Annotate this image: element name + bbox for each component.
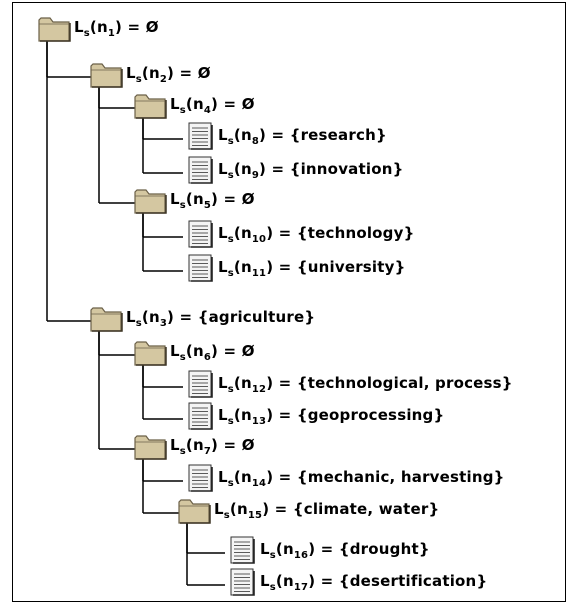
- node-label: Ls(n9) = {innovation}: [218, 159, 404, 181]
- tree-connector-lines: [46, 39, 225, 586]
- node-label: Ls(n1) = Ø: [74, 17, 159, 39]
- node-value: = Ø: [218, 341, 255, 360]
- tree-node-n16: Ls(n16) = {drought}: [223, 535, 430, 565]
- node-value: = {technological, process}: [273, 373, 513, 392]
- tree-node-n15: Ls(n15) = {climate, water}: [177, 495, 439, 525]
- node-label: Ls(n7) = Ø: [170, 435, 255, 457]
- node-label: Ls(n11) = {university}: [218, 257, 406, 279]
- document-icon: [181, 253, 215, 283]
- node-value: = Ø: [122, 17, 159, 36]
- folder-icon: [133, 431, 167, 461]
- document-icon: [223, 535, 257, 565]
- tree-node-n7: Ls(n7) = Ø: [133, 431, 255, 461]
- folder-icon: [133, 185, 167, 215]
- node-label: Ls(n16) = {drought}: [260, 539, 430, 561]
- tree-node-n4: Ls(n4) = Ø: [133, 90, 255, 120]
- tree-node-n10: Ls(n10) = {technology}: [181, 219, 414, 249]
- folder-icon: [133, 337, 167, 367]
- tree-node-n13: Ls(n13) = {geoprocessing}: [181, 401, 444, 431]
- node-value: = {desertification}: [315, 571, 488, 590]
- tree-node-n11: Ls(n11) = {university}: [181, 253, 406, 283]
- tree-node-n2: Ls(n2) = Ø: [89, 59, 211, 89]
- node-label: Ls(n15) = {climate, water}: [214, 499, 440, 521]
- node-value: = {innovation}: [266, 159, 404, 178]
- tree-node-n5: Ls(n5) = Ø: [133, 185, 255, 215]
- node-value: = {university}: [273, 257, 406, 276]
- document-icon: [181, 155, 215, 185]
- document-icon: [181, 369, 215, 399]
- node-label: Ls(n6) = Ø: [170, 341, 255, 363]
- folder-icon: [37, 13, 71, 43]
- node-label: Ls(n4) = Ø: [170, 94, 255, 116]
- node-label: Ls(n2) = Ø: [126, 63, 211, 85]
- node-label: Ls(n12) = {technological, process}: [218, 373, 513, 395]
- folder-icon: [133, 90, 167, 120]
- tree-node-n8: Ls(n8) = {research}: [181, 121, 387, 151]
- tree-node-n17: Ls(n17) = {desertification}: [223, 567, 487, 597]
- diagram-frame: Ls(n1) = Ø Ls(n2) = Ø Ls(n4) = Ø Ls(n8) …: [12, 2, 566, 602]
- document-icon: [181, 463, 215, 493]
- node-label: Ls(n14) = {mechanic, harvesting}: [218, 467, 505, 489]
- node-value: = {mechanic, harvesting}: [273, 467, 505, 486]
- node-value: = {drought}: [315, 539, 430, 558]
- node-label: Ls(n17) = {desertification}: [260, 571, 488, 593]
- tree-node-n12: Ls(n12) = {technological, process}: [181, 369, 513, 399]
- tree-node-n1: Ls(n1) = Ø: [37, 13, 159, 43]
- node-label: Ls(n10) = {technology}: [218, 223, 415, 245]
- node-value: = {agriculture}: [174, 307, 316, 326]
- node-value: = {climate, water}: [269, 499, 440, 518]
- folder-icon: [177, 495, 211, 525]
- node-value: = Ø: [218, 94, 255, 113]
- document-icon: [223, 567, 257, 597]
- tree-node-n14: Ls(n14) = {mechanic, harvesting}: [181, 463, 505, 493]
- node-value: = {technology}: [273, 223, 415, 242]
- node-value: = {geoprocessing}: [273, 405, 445, 424]
- node-value: = Ø: [218, 189, 255, 208]
- tree-node-n6: Ls(n6) = Ø: [133, 337, 255, 367]
- node-label: Ls(n8) = {research}: [218, 125, 387, 147]
- node-value: = Ø: [218, 435, 255, 454]
- node-label: Ls(n3) = {agriculture}: [126, 307, 316, 329]
- document-icon: [181, 401, 215, 431]
- document-icon: [181, 121, 215, 151]
- node-label: Ls(n13) = {geoprocessing}: [218, 405, 445, 427]
- tree-node-n3: Ls(n3) = {agriculture}: [89, 303, 315, 333]
- document-icon: [181, 219, 215, 249]
- folder-icon: [89, 303, 123, 333]
- node-label: Ls(n5) = Ø: [170, 189, 255, 211]
- folder-icon: [89, 59, 123, 89]
- node-value: = {research}: [266, 125, 387, 144]
- node-value: = Ø: [174, 63, 211, 82]
- tree-node-n9: Ls(n9) = {innovation}: [181, 155, 403, 185]
